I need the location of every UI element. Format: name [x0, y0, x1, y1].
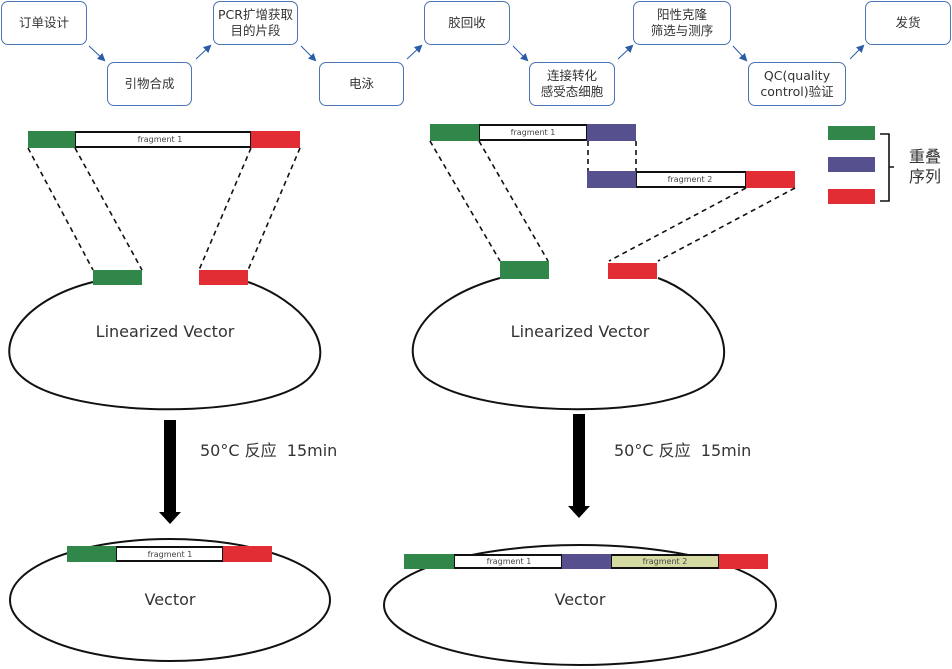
vector-end-red: [608, 263, 657, 279]
linearized-vector-label: Linearized Vector: [511, 322, 650, 341]
workflow-step-shipping: 发货: [865, 1, 951, 45]
result-vector-label: Vector: [555, 590, 606, 609]
workflow-arrow: [732, 45, 748, 62]
legend-bracket: [880, 133, 894, 202]
left-panel: fragment 1 Linearized Vector 50°C 反应 15m…: [8, 131, 337, 662]
fragment-2-label: fragment 2: [668, 175, 713, 184]
workflow-step-ligation-transformation: 连接转化 感受态细胞: [529, 62, 615, 106]
workflow-arrow: [300, 45, 317, 62]
result-overlap-purple: [562, 554, 611, 569]
fragment-1-label: fragment 1: [511, 128, 556, 137]
reaction-arrow-shaft: [164, 420, 176, 512]
result-vector-label: Vector: [145, 590, 196, 609]
legend-swatch-green: [828, 126, 875, 140]
legend-swatch-purple: [828, 157, 875, 172]
vector-end-red: [199, 270, 248, 285]
workflow-arrow: [617, 44, 634, 60]
legend-swatch-red: [828, 189, 875, 204]
legend-label-line2: 序列: [909, 167, 941, 186]
workflow-step-pcr-amplification: PCR扩增获取 目的片段: [213, 1, 298, 45]
reaction-arrow-head: [568, 506, 590, 518]
overlap-red: [746, 171, 795, 188]
reaction-arrow-head: [159, 512, 181, 524]
result-vector-ellipse: [9, 538, 331, 662]
overlap-legend: 重叠 序列: [828, 126, 941, 204]
workflow-step-order-design: 订单设计: [1, 1, 87, 45]
result-fragment-label: fragment 1: [148, 550, 193, 559]
workflow-arrows: [88, 44, 865, 62]
linearized-vector-ellipse: [411, 277, 726, 411]
reaction-condition-label: 50°C 反应 15min: [614, 441, 751, 460]
workflow-step-electrophoresis: 电泳: [319, 62, 404, 106]
fragment-1-label: fragment 1: [138, 135, 183, 144]
reaction-arrow-shaft: [573, 414, 585, 506]
overlap-green: [430, 124, 479, 141]
workflow-step-primer-synthesis: 引物合成: [107, 62, 192, 106]
legend-label-line1: 重叠: [909, 147, 941, 166]
overlap-green: [28, 131, 75, 148]
linearized-vector-label: Linearized Vector: [96, 322, 235, 341]
result-overlap-red: [719, 554, 768, 569]
linearized-vector-ellipse: [8, 281, 322, 411]
overlap-red: [251, 131, 300, 148]
overlap-purple-2: [587, 171, 636, 188]
result-fragment-1-label: fragment 1: [487, 557, 532, 566]
workflow-step-clone-screening: 阳性克隆 筛选与测序: [633, 1, 731, 45]
overlap-purple: [587, 124, 636, 141]
result-overlap-green: [404, 554, 454, 569]
result-fragment-2-label: fragment 2: [643, 557, 688, 566]
overlap-dashed-connectors: [27, 147, 301, 271]
right-panel: fragment 1 fragment 2 Linearized Vector …: [383, 124, 796, 666]
workflow-step-gel-recovery: 胶回收: [424, 1, 510, 45]
result-overlap-red: [223, 546, 272, 562]
workflow-step-qc-verification: QC(quality control)验证: [748, 62, 846, 106]
result-overlap-green: [67, 546, 116, 562]
reaction-condition-label: 50°C 反应 15min: [200, 441, 337, 460]
workflow-arrow: [195, 44, 212, 60]
result-vector-ellipse: [383, 544, 777, 666]
overlap-dashed-connectors: [429, 140, 796, 262]
workflow-arrow: [88, 45, 106, 62]
workflow-arrow: [406, 44, 423, 60]
vector-end-green: [93, 270, 142, 285]
workflow-arrow: [512, 45, 529, 62]
workflow-arrow: [849, 44, 865, 60]
vector-end-green: [500, 261, 549, 279]
